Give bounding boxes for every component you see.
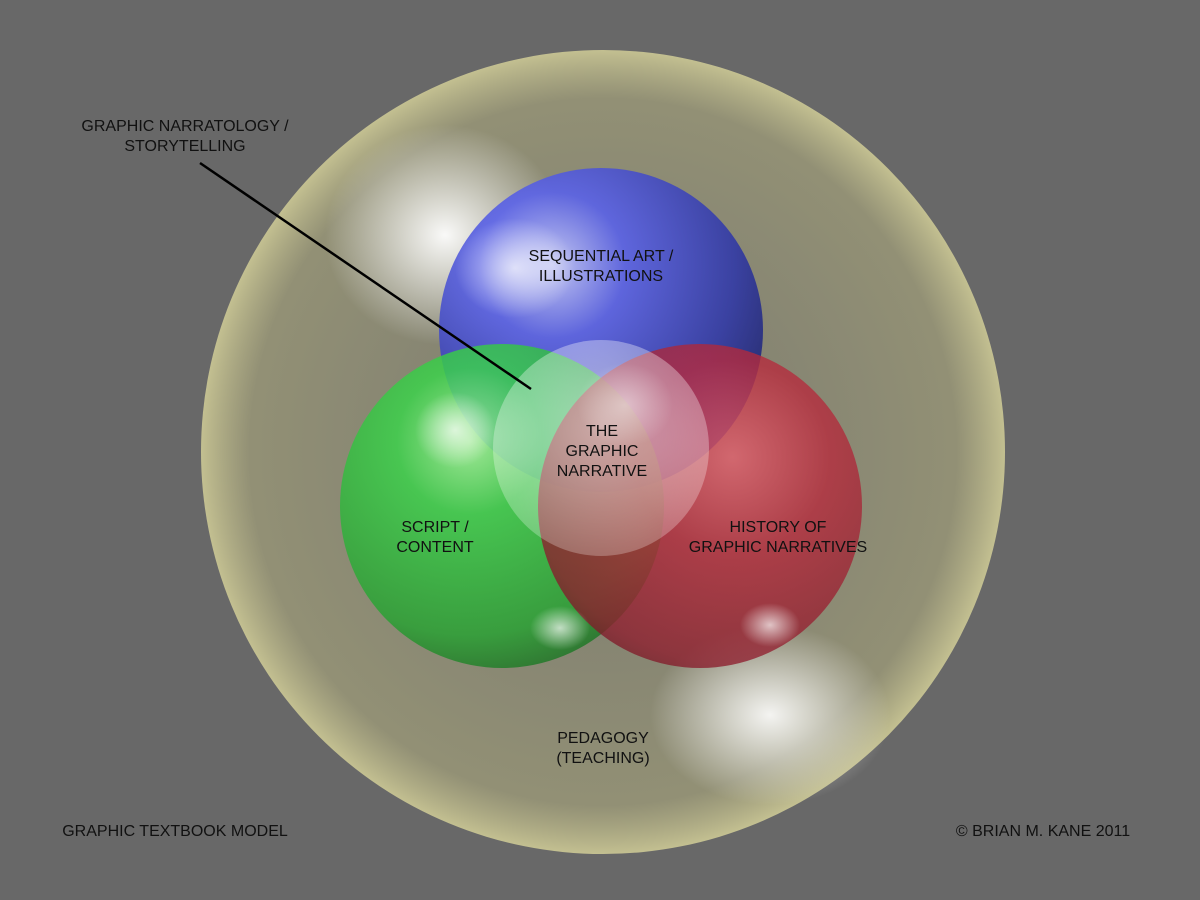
sequential-highlight	[455, 218, 575, 318]
script-highlight-bottom	[530, 606, 590, 650]
script-highlight	[415, 392, 495, 468]
script-content-label: SCRIPT / CONTENT	[396, 519, 474, 556]
copyright-notice: © BRIAN M. KANE 2011	[955, 823, 1131, 840]
model-caption: GRAPHIC TEXTBOOK MODEL	[62, 823, 288, 840]
center-label: THE GRAPHIC NARRATIVE	[556, 423, 648, 480]
pedagogy-label: PEDAGOGY (TEACHING)	[556, 730, 650, 767]
narratology-label: GRAPHIC NARRATOLOGY / STORYTELLING	[81, 118, 289, 155]
history-label: HISTORY OF GRAPHIC NARRATIVES	[688, 519, 868, 556]
narratology-pointer-line	[199, 161, 532, 391]
history-highlight	[740, 603, 800, 647]
sequential-art-label: SEQUENTIAL ART / ILLUSTRATIONS	[528, 248, 674, 285]
pedagogy-glow-bottom	[650, 625, 890, 805]
center-highlight	[577, 363, 673, 447]
